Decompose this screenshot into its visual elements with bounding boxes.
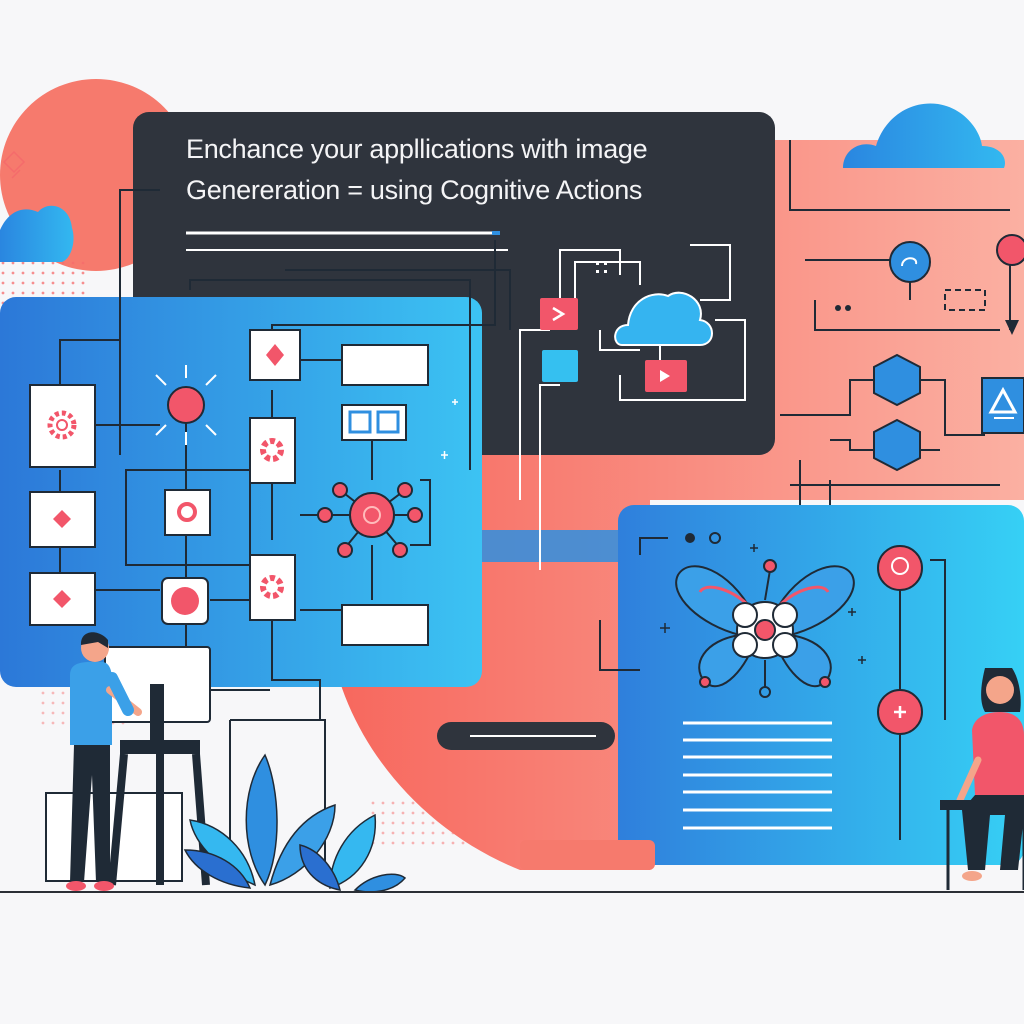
cloud-icon xyxy=(843,103,1006,168)
gear-card xyxy=(29,384,96,468)
diamond-card xyxy=(249,329,301,381)
plant-icon xyxy=(183,753,407,893)
sparkle-icon xyxy=(2,150,26,179)
circuit-lines xyxy=(519,244,746,570)
play-icon xyxy=(552,306,566,322)
flower-card xyxy=(164,489,211,536)
circle-node xyxy=(889,241,931,283)
triangle-icon xyxy=(988,386,1018,414)
flower-icon xyxy=(260,575,284,599)
hexagon-icon xyxy=(873,353,921,407)
cloud-icon xyxy=(614,291,713,360)
gear-icon xyxy=(47,410,77,440)
star-node xyxy=(877,689,923,735)
dot-grid xyxy=(596,262,607,273)
blank-card xyxy=(341,344,429,386)
diamond-icon xyxy=(266,344,284,366)
hexagon-icon xyxy=(873,418,921,472)
butterfly-icon xyxy=(675,559,855,698)
play-icon xyxy=(660,370,670,382)
sparkle-icon xyxy=(441,399,458,459)
square-icon xyxy=(542,350,578,382)
target-node xyxy=(161,577,209,625)
blank-card xyxy=(341,604,429,646)
flower-card xyxy=(249,417,296,484)
sun-node xyxy=(155,365,217,445)
pin-node xyxy=(877,545,923,591)
flower-icon xyxy=(177,502,197,522)
diamond-icon xyxy=(53,510,71,528)
seated-person-icon xyxy=(940,668,1024,890)
circle-node xyxy=(996,234,1024,266)
text-lines xyxy=(683,721,832,830)
circuit-lines xyxy=(599,537,946,840)
diamond-card xyxy=(29,572,96,626)
sparkle-icon xyxy=(660,544,866,664)
diamond-icon xyxy=(53,590,71,608)
diamond-card xyxy=(29,491,96,548)
flower-icon xyxy=(260,438,284,462)
coral-ledge xyxy=(520,840,655,870)
play-icon xyxy=(540,298,578,330)
arrow-icon xyxy=(1005,320,1019,335)
person-at-desk-icon xyxy=(66,632,142,891)
cloud-icon xyxy=(0,205,74,262)
headline-line-2: Genereration = using Cognitive Actions xyxy=(186,175,642,205)
flower-card xyxy=(249,554,296,621)
headline-line-1: Enchance your appllications with image xyxy=(186,134,647,164)
molecule-node xyxy=(317,482,423,558)
triangle-card xyxy=(981,377,1024,434)
link-card xyxy=(341,404,407,441)
